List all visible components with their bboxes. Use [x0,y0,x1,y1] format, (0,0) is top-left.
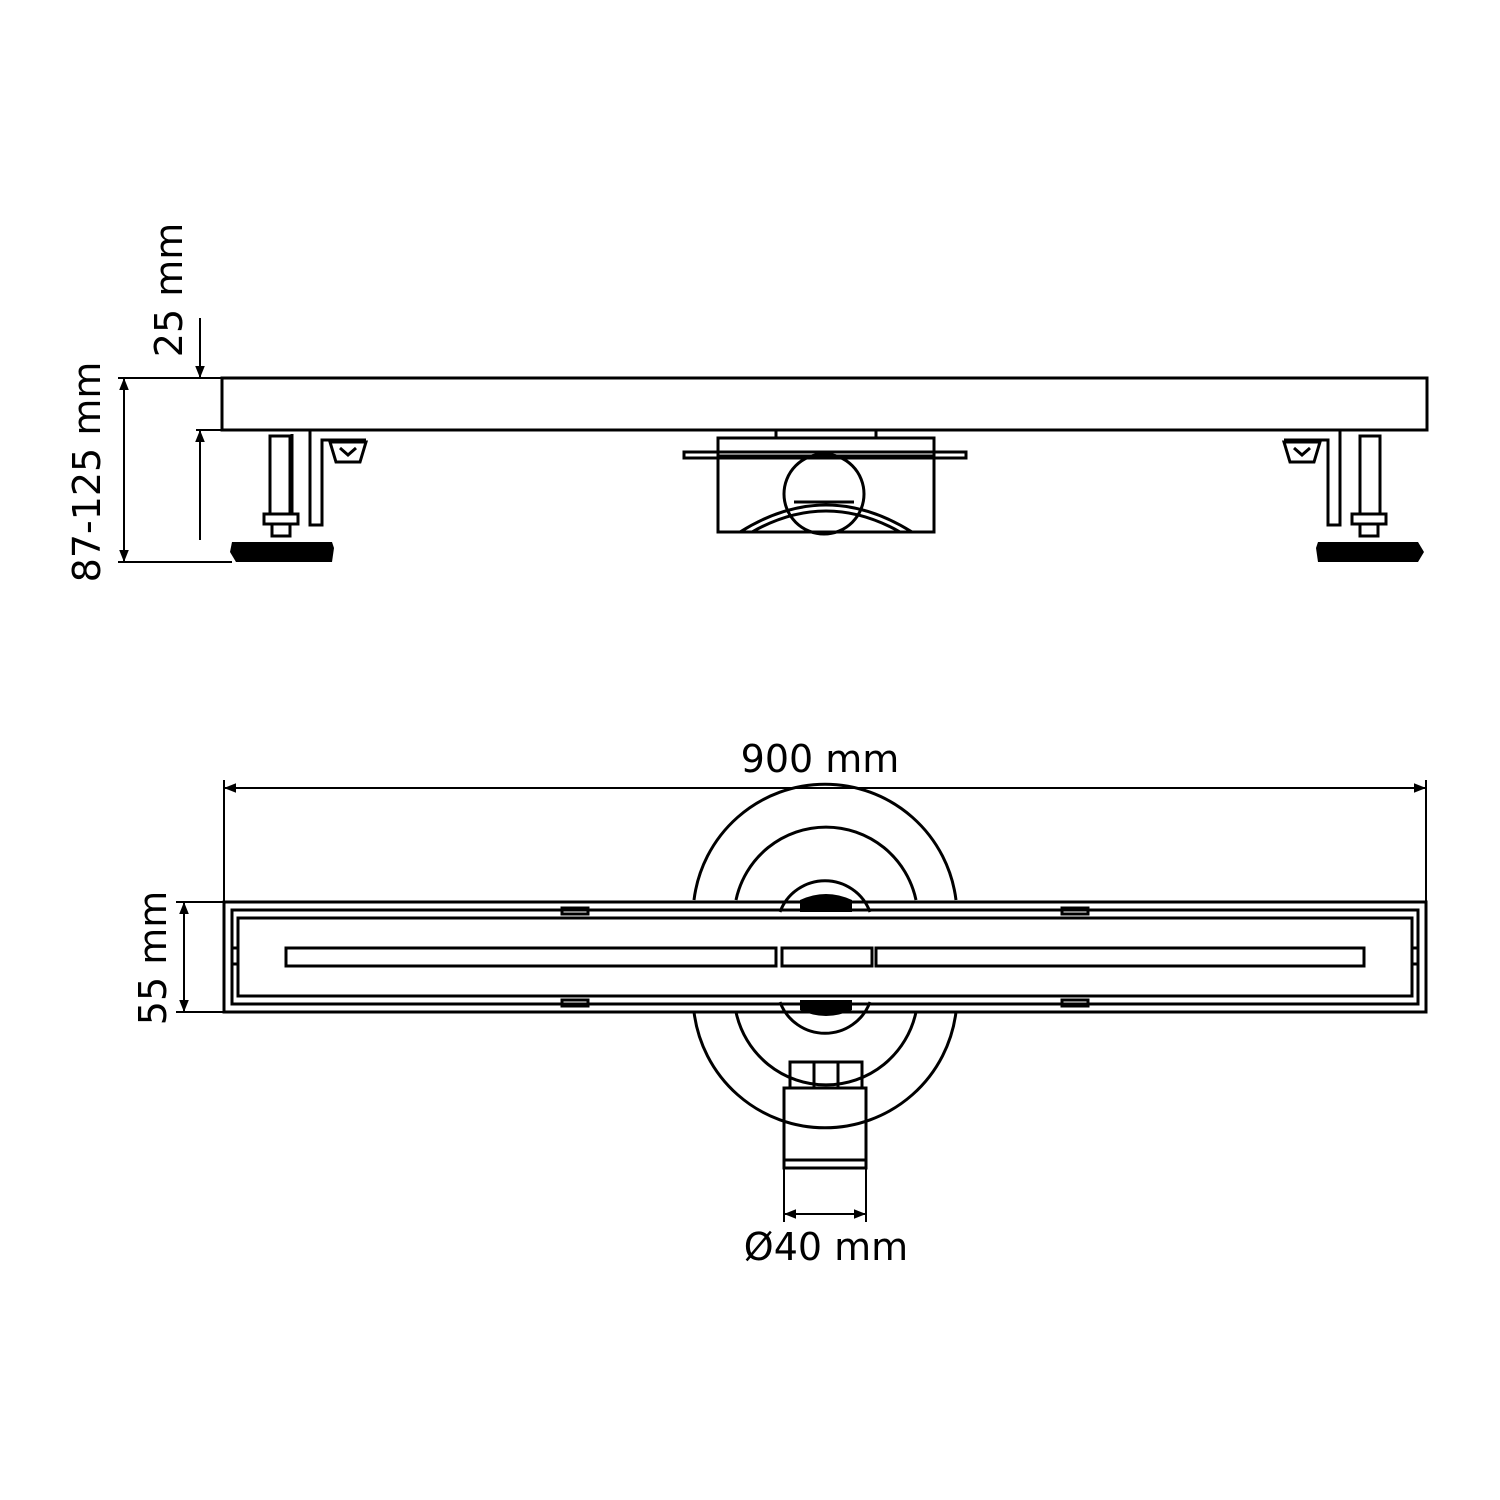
dim-width-label: 55 mm [131,891,175,1025]
dim-top-thickness: 25 mm [147,223,222,540]
outlet-pipe [782,1060,868,1170]
slot-center [780,946,874,968]
slot-right [874,946,1366,968]
grate [236,916,1414,998]
dim-height-label: 87-125 mm [65,362,109,583]
dim-width: 55 mm [131,891,224,1025]
dim-top-thickness-label: 25 mm [147,223,191,357]
left-leg [230,430,369,562]
outlet-ring-bottom [692,1001,958,1130]
channel-inner-frame [230,908,1420,1006]
outlet-box [682,428,968,536]
outlet-ring-top [692,782,958,913]
dim-length: 900 mm [223,737,1427,902]
right-leg [1281,430,1424,562]
dim-height: 87-125 mm [65,362,232,583]
dim-outlet-diameter: Ø40 mm [744,1168,908,1269]
dim-length-label: 900 mm [741,737,900,781]
side-view: 25 mm 87-125 mm [65,223,1429,583]
channel-body [220,376,1429,432]
dim-outlet-diameter-label: Ø40 mm [744,1225,908,1269]
slot-left [284,946,778,968]
top-view: 900 mm 55 mm Ø40 mm [131,737,1428,1269]
channel-frame [222,900,1428,1014]
